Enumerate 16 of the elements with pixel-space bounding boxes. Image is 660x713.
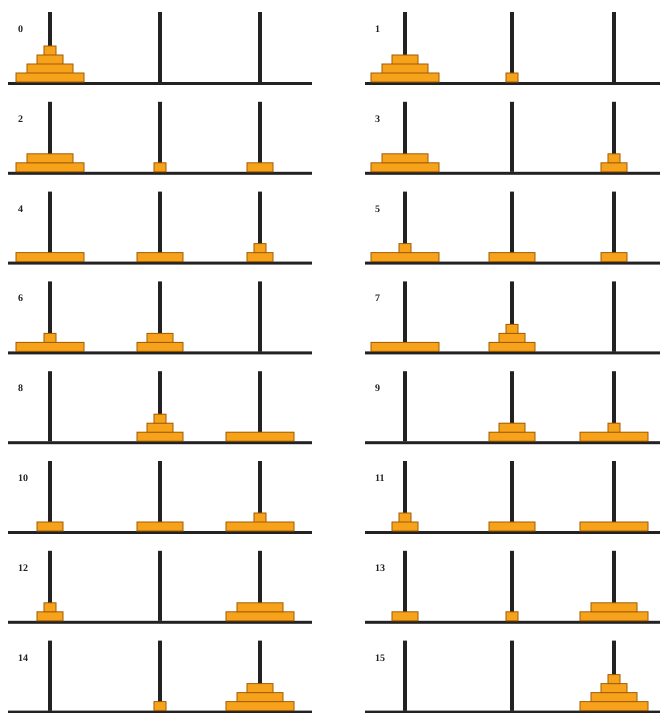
step-number: 12: [18, 562, 28, 574]
step-number: 13: [375, 562, 385, 574]
step-number: 7: [375, 293, 380, 304]
step-number: 1: [375, 24, 380, 35]
step-number: 9: [375, 383, 380, 394]
step-number: 11: [375, 473, 384, 484]
step-number: 5: [375, 204, 380, 215]
step-number: 6: [18, 293, 23, 304]
step-number: 8: [18, 383, 23, 394]
step-number: 15: [375, 652, 385, 664]
step-number: 0: [18, 24, 23, 35]
step-number: 10: [18, 473, 28, 484]
step-number: 3: [375, 114, 380, 125]
step-number: 2: [18, 114, 23, 125]
step-number: 14: [18, 652, 28, 664]
step-number: 4: [18, 204, 23, 215]
